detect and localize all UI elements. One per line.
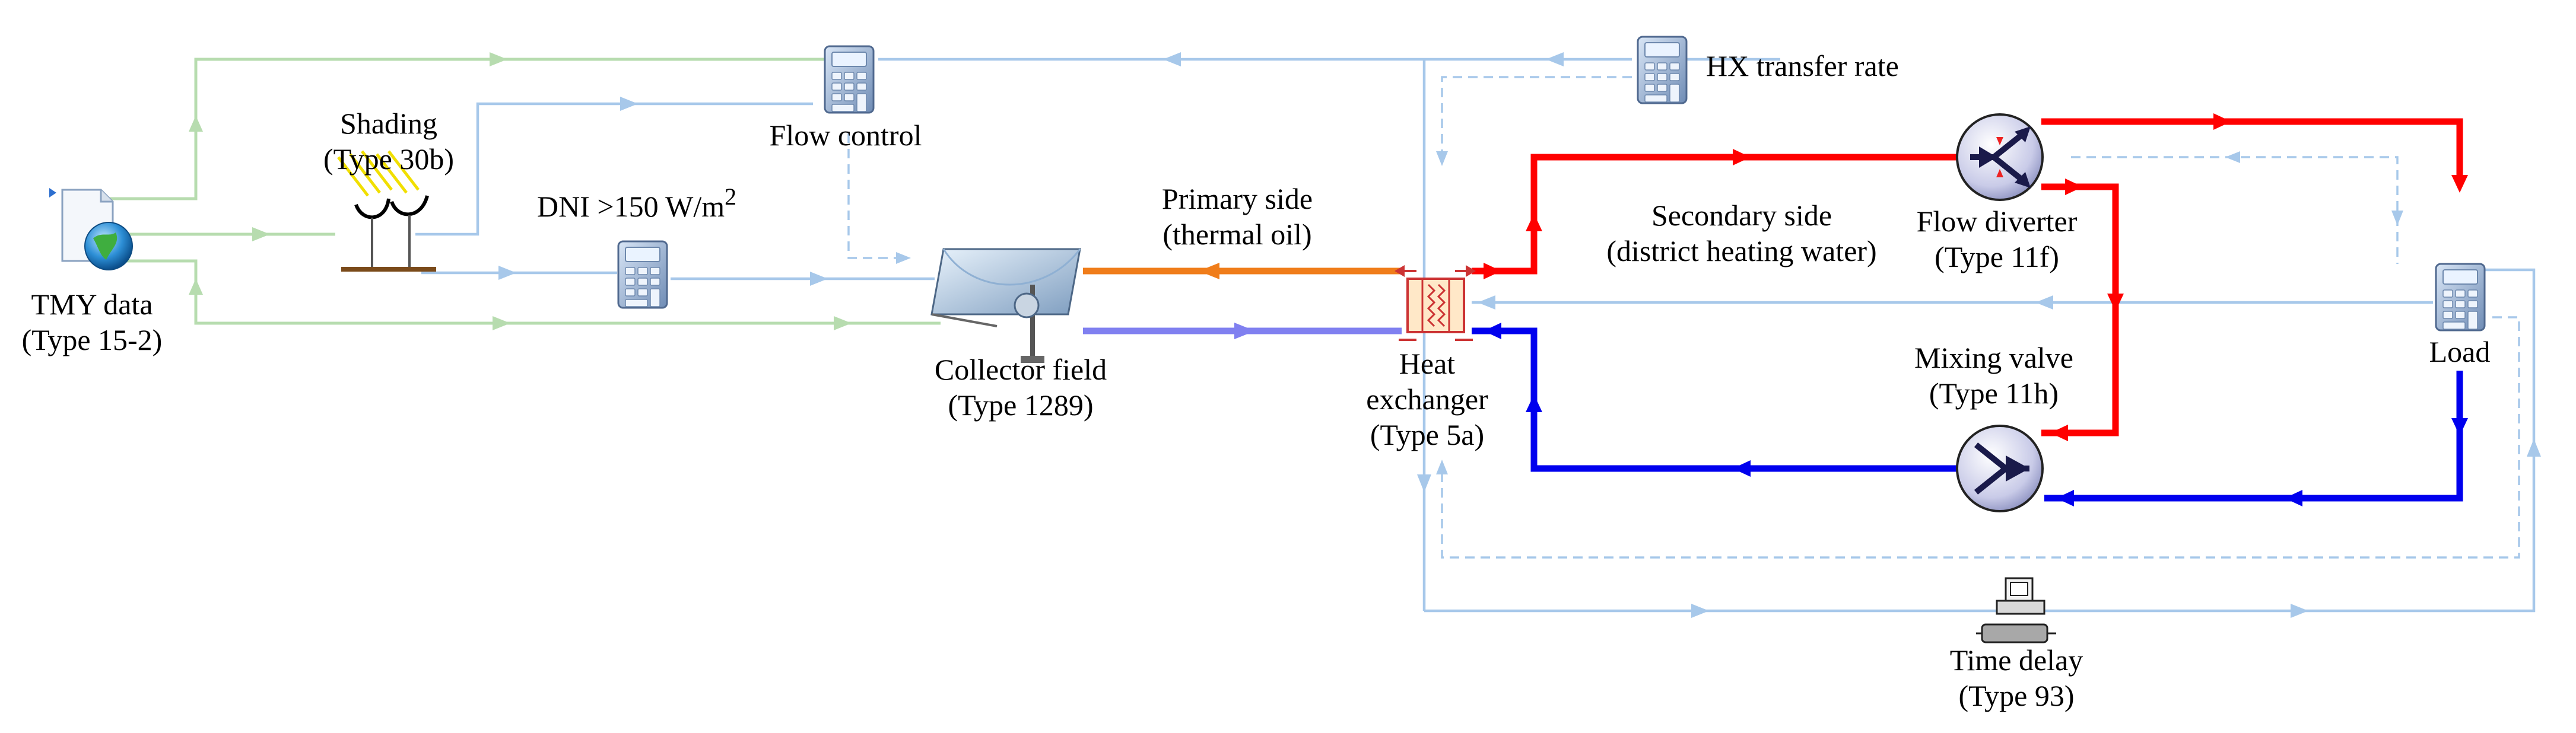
cold-load-to-mixing — [2044, 371, 2463, 502]
control-links — [415, 58, 2536, 613]
tmy-label: TMY data — [31, 288, 153, 321]
collector-label: Collector field — [935, 353, 1107, 386]
dashed-load-to-hx-bottom — [1441, 316, 2520, 559]
dni-label: DNI >150 W/m2 — [537, 183, 736, 223]
mixing-label: Mixing valve — [1914, 341, 2073, 374]
flow-control-calculator-icon[interactable] — [824, 45, 875, 114]
shading-label: Shading — [340, 107, 437, 140]
primary-side-label: Primary side — [1162, 182, 1313, 215]
hx-rate-label: HX transfer rate — [1706, 49, 1899, 82]
collector-field-icon[interactable] — [930, 248, 1081, 363]
primary-loop — [1083, 263, 1402, 339]
time-delay-icon[interactable] — [1976, 577, 2056, 643]
hx-type-label: (Type 5a) — [1370, 418, 1484, 451]
delay-type-label: (Type 93) — [1958, 679, 2074, 712]
thermal-oil-label: (thermal oil) — [1162, 218, 1311, 251]
tmy-data-icon[interactable] — [49, 188, 133, 270]
link-tmy-to-collector — [125, 259, 941, 325]
dashed-hx-rate-to-hx — [1441, 76, 1632, 163]
tmy-type-label: (Type 15-2) — [22, 323, 163, 356]
hx-label-line2: exchanger — [1366, 383, 1488, 416]
delay-label: Time delay — [1950, 643, 2083, 677]
control-link-arrows — [498, 52, 2541, 618]
shading-type-label: (Type 30b) — [323, 142, 454, 176]
load-calculator-icon[interactable] — [2435, 263, 2486, 332]
dashed-flow-control-to-collector — [847, 133, 908, 259]
hot-diverter-to-load — [2041, 118, 2463, 184]
shading-icon[interactable] — [337, 150, 436, 272]
diverter-label: Flow diverter — [1917, 205, 2078, 238]
hx-rate-calculator-icon[interactable] — [1637, 36, 1688, 104]
collector-type-label: (Type 1289) — [948, 388, 1093, 422]
dashed-diverter-load — [2071, 156, 2399, 264]
diverter-type-label: (Type 11f) — [1935, 240, 2059, 273]
link-tmy-to-flow-control — [101, 58, 828, 200]
secondary-side-label: Secondary side — [1651, 199, 1832, 232]
hot-arrows — [1484, 113, 2468, 441]
dashed-control-links — [847, 76, 2520, 559]
flow-control-label: Flow control — [770, 119, 922, 152]
weather-link-arrows — [189, 52, 852, 330]
load-label: Load — [2429, 335, 2491, 368]
dni-calculator-icon[interactable] — [617, 240, 668, 309]
heat-exchanger-icon[interactable] — [1395, 265, 1476, 341]
flow-diverter-icon[interactable] — [1956, 113, 2044, 201]
cold-arrows — [1484, 323, 2468, 506]
link-shading-to-flow-control — [415, 102, 813, 236]
dashed-link-arrows — [896, 151, 2403, 474]
mixing-valve-icon[interactable] — [1956, 425, 2044, 512]
district-heating-label: (district heating water) — [1606, 234, 1876, 267]
hx-label-line1: Heat — [1399, 347, 1455, 380]
mixing-type-label: (Type 11h) — [1929, 377, 2059, 410]
cold-mixing-to-hx — [1472, 327, 1964, 472]
